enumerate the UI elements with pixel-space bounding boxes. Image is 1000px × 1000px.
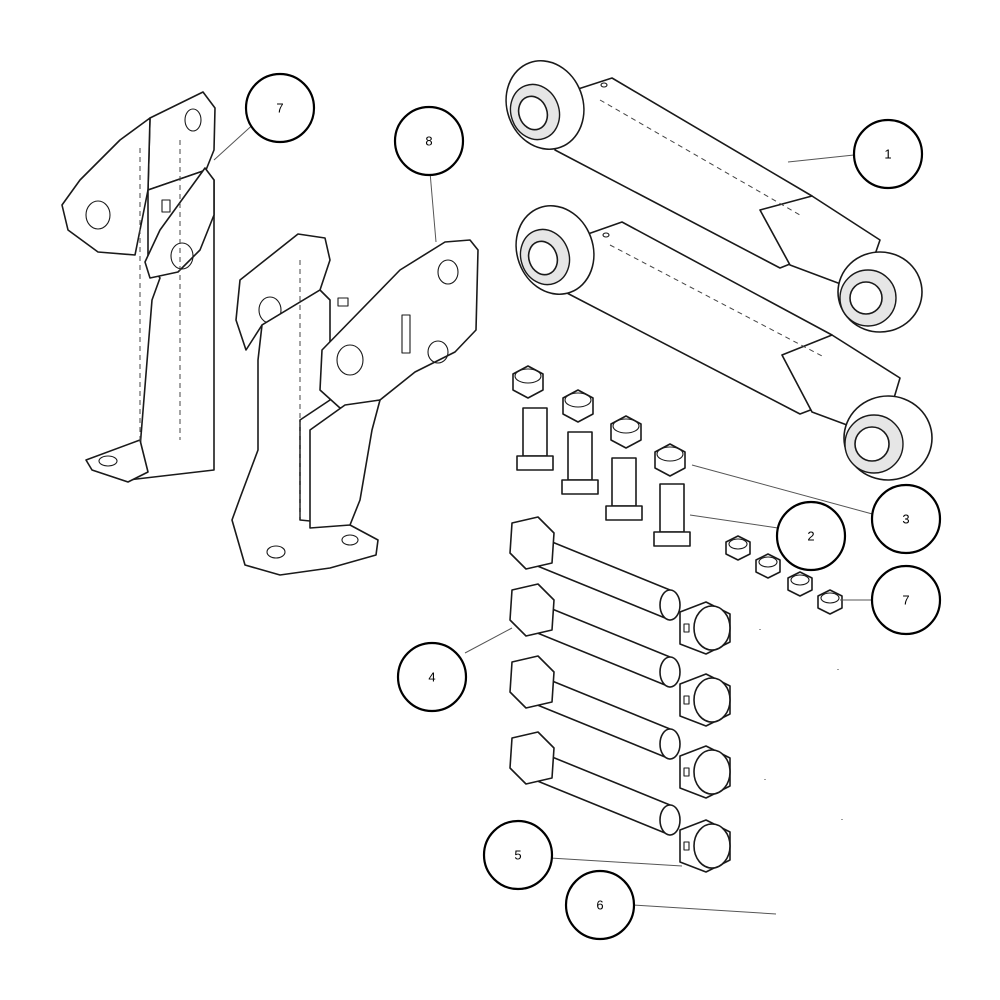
u-bolts [756,629,846,944]
callout-label: 3 [902,512,909,527]
bracket-left [61,91,216,483]
leader-lines [213,119,877,915]
callout-7-lower: 7 [870,564,942,636]
small-bolts [516,407,691,547]
lock-nuts [725,535,843,615]
callout-label: 8 [425,134,432,149]
shock-absorber-lower [515,204,933,481]
callout-4: 4 [396,641,468,713]
shock-absorber-upper [505,59,923,333]
callout-2: 2 [775,500,847,572]
callout-6: 6 [564,869,636,941]
callout-label: 7 [276,101,283,116]
callout-7-upper: 7 [244,72,316,144]
callout-label: 6 [596,898,603,913]
callout-label: 5 [514,848,521,863]
callout-label: 4 [428,670,435,685]
callout-label: 1 [884,147,891,162]
callout-1: 1 [852,118,924,190]
callout-5: 5 [482,819,554,891]
callout-3: 3 [870,483,942,555]
callout-label: 7 [902,593,909,608]
small-hex-nuts [512,365,686,477]
callout-8: 8 [393,105,465,177]
long-bolts [509,516,681,836]
bracket-right [231,233,479,576]
large-nuts [679,601,731,873]
callout-label: 2 [807,529,814,544]
